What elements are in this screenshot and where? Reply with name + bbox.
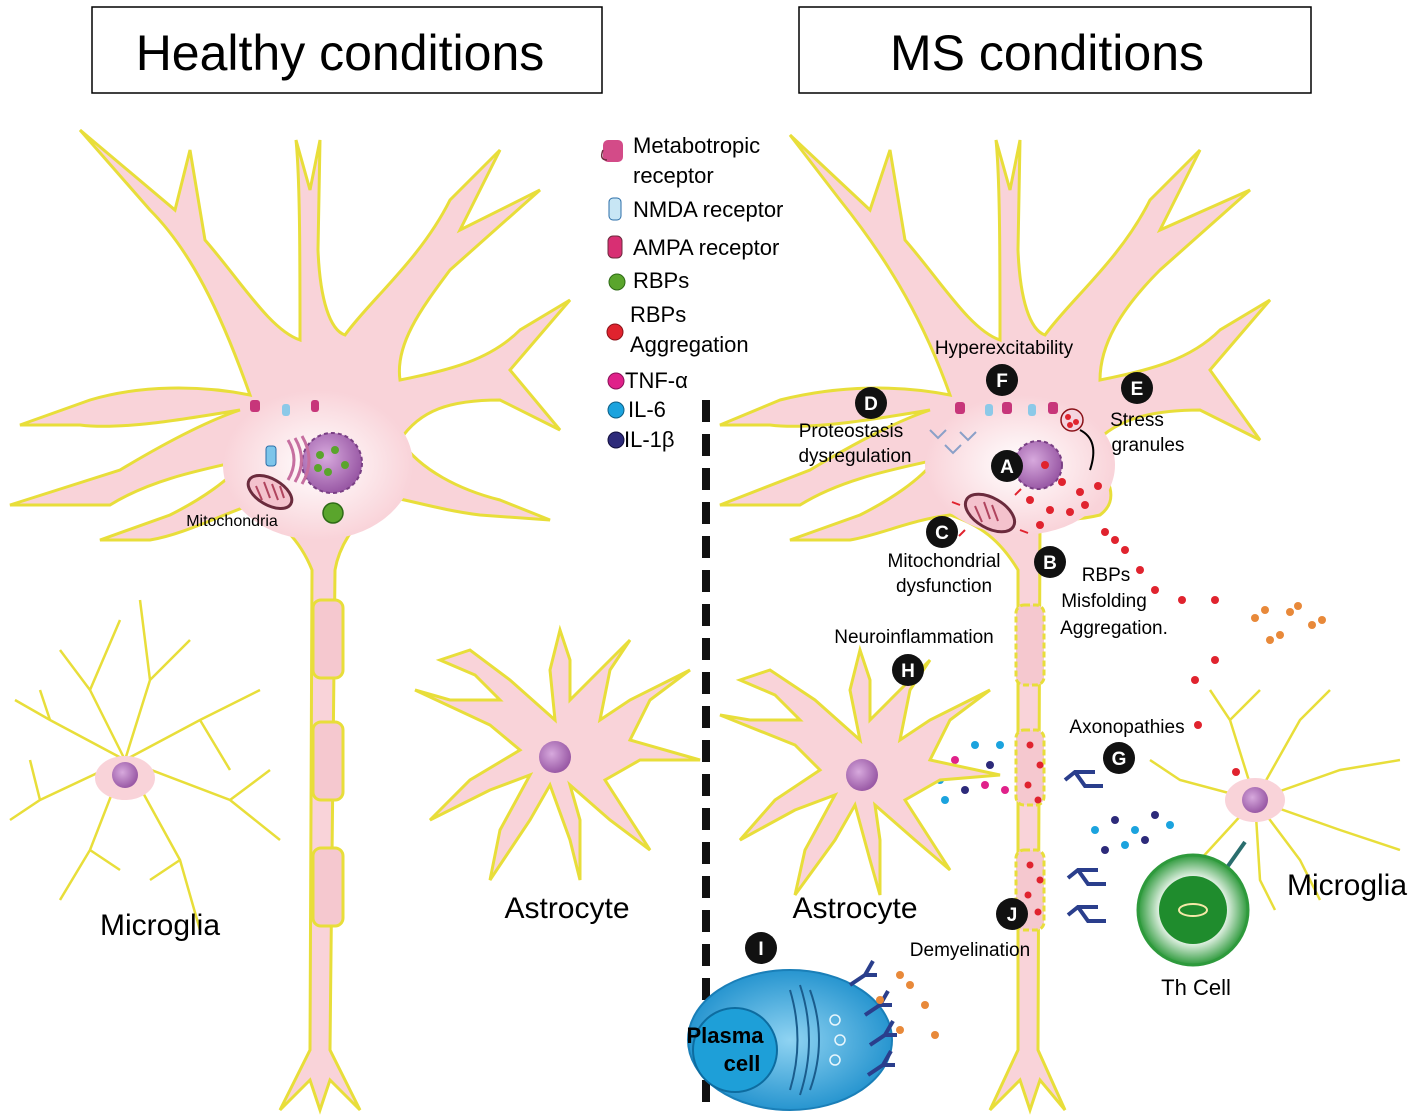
il1b-icon	[607, 431, 625, 449]
label-stress-2: granules	[1112, 435, 1185, 456]
ms-rbp-aggregates	[1026, 461, 1240, 776]
healthy-astrocyte-nucleus	[539, 741, 571, 773]
legend-rbps: RBPs	[633, 268, 689, 293]
plasma-cell	[687, 969, 893, 1111]
legend-metabotropic-2: receptor	[633, 163, 714, 188]
healthy-microglia-label: Microglia	[100, 909, 220, 942]
label-rbps-3: Aggregation.	[1060, 618, 1168, 639]
label-rbps-1: RBPs	[1082, 565, 1131, 586]
ampa-receptor-icon	[607, 235, 623, 259]
ms-microglia-label: Microglia	[1287, 869, 1407, 902]
ms-cytokine-cloud-2	[1091, 811, 1174, 854]
svg-text:E: E	[1131, 379, 1144, 400]
label-rbps-2: Misfolding	[1061, 591, 1147, 612]
ms-membrane-receptors	[955, 402, 1058, 416]
label-proteostasis-2: dysregulation	[798, 446, 911, 467]
label-axonopathies: Axonopathies	[1069, 717, 1184, 738]
label-stress-1: Stress	[1110, 410, 1164, 431]
ms-cytokines-released	[1251, 602, 1326, 644]
healthy-title: Healthy conditions	[136, 25, 545, 81]
label-neuroinflammation: Neuroinflammation	[834, 627, 993, 648]
rbps-aggregation-icon	[606, 323, 624, 341]
marker-a: A	[991, 450, 1023, 482]
healthy-astrocyte-label: Astrocyte	[504, 892, 629, 925]
marker-i: I	[745, 932, 777, 964]
er-icon	[265, 445, 277, 467]
plasma-cell-label-2: cell	[724, 1051, 761, 1076]
antibodies-on-axon	[1063, 770, 1106, 923]
ms-microglia-nucleus	[1242, 787, 1268, 813]
tnf-icon	[607, 372, 625, 390]
plasma-cell-label-1: Plasma	[686, 1023, 764, 1048]
marker-b: B	[1034, 546, 1066, 578]
svg-text:B: B	[1043, 553, 1057, 574]
label-proteostasis-1: Proteostasis	[799, 421, 904, 442]
label-mito-2: dysfunction	[896, 576, 992, 597]
golgi-icon	[286, 435, 311, 485]
ms-mitochondria-icon	[951, 488, 1029, 537]
nmda-receptor-icon	[608, 197, 622, 221]
legend-ampa: AMPA receptor	[633, 235, 779, 260]
marker-j: J	[996, 898, 1028, 930]
healthy-title-box: Healthy conditions	[91, 6, 603, 94]
ms-astrocyte-nucleus	[846, 759, 878, 791]
legend-rbps-agg-2: Aggregation	[630, 332, 749, 357]
marker-g: G	[1103, 742, 1135, 774]
legend-nmda: NMDA receptor	[633, 197, 783, 222]
plasma-antibodies	[848, 960, 897, 1077]
healthy-membrane-receptors	[250, 400, 319, 416]
healthy-microglia	[9, 599, 281, 931]
healthy-rbp-granule	[322, 502, 344, 524]
th-cell-label: Th Cell	[1161, 975, 1231, 1000]
proteostasis-chaperones	[929, 429, 977, 455]
legend-tnf: TNF-α	[625, 368, 688, 393]
svg-text:F: F	[996, 371, 1008, 392]
healthy-nucleus	[301, 432, 363, 494]
svg-text:C: C	[935, 523, 949, 544]
svg-text:J: J	[1007, 905, 1018, 926]
ms-astrocyte-label: Astrocyte	[792, 892, 917, 925]
il6-icon	[607, 401, 625, 419]
plasma-cytokines	[876, 971, 939, 1039]
ms-title: MS conditions	[890, 25, 1204, 81]
healthy-myelin-sheaths	[311, 598, 345, 928]
label-hyperexcitability: Hyperexcitability	[935, 338, 1074, 359]
svg-text:A: A	[1000, 457, 1014, 478]
rbps-icon	[608, 273, 626, 291]
ms-title-box: MS conditions	[798, 6, 1312, 94]
label-mito-1: Mitochondrial	[888, 551, 1001, 572]
legend: Metabotropic receptor NMDA receptor AMPA…	[600, 133, 783, 452]
ms-nucleus	[1013, 440, 1063, 490]
th-cell	[1136, 840, 1250, 967]
label-demyelination: Demyelination	[910, 940, 1030, 961]
healthy-mitochondria-label: Mitochondria	[186, 513, 278, 530]
legend-il1b: IL-1β	[624, 427, 675, 452]
legend-rbps-agg-1: RBPs	[630, 302, 686, 327]
svg-text:H: H	[901, 661, 915, 682]
svg-text:G: G	[1112, 749, 1127, 770]
marker-e: E	[1121, 372, 1153, 404]
healthy-nuclear-rbps	[314, 446, 349, 476]
marker-c: C	[926, 516, 958, 548]
stress-granule-icon	[1060, 408, 1095, 471]
legend-metabotropic-1: Metabotropic	[633, 133, 760, 158]
svg-text:I: I	[758, 939, 763, 960]
marker-f: F	[986, 364, 1018, 396]
healthy-microglia-nucleus	[112, 762, 138, 788]
marker-d: D	[855, 387, 887, 419]
legend-il6: IL-6	[628, 397, 666, 422]
metabotropic-receptor-icon	[600, 140, 623, 162]
marker-h: H	[892, 654, 924, 686]
ms-axon-rbp-dots	[1024, 741, 1044, 916]
healthy-mitochondria-icon	[246, 474, 294, 510]
healthy-neuron	[9, 128, 572, 1115]
svg-text:D: D	[864, 394, 878, 415]
